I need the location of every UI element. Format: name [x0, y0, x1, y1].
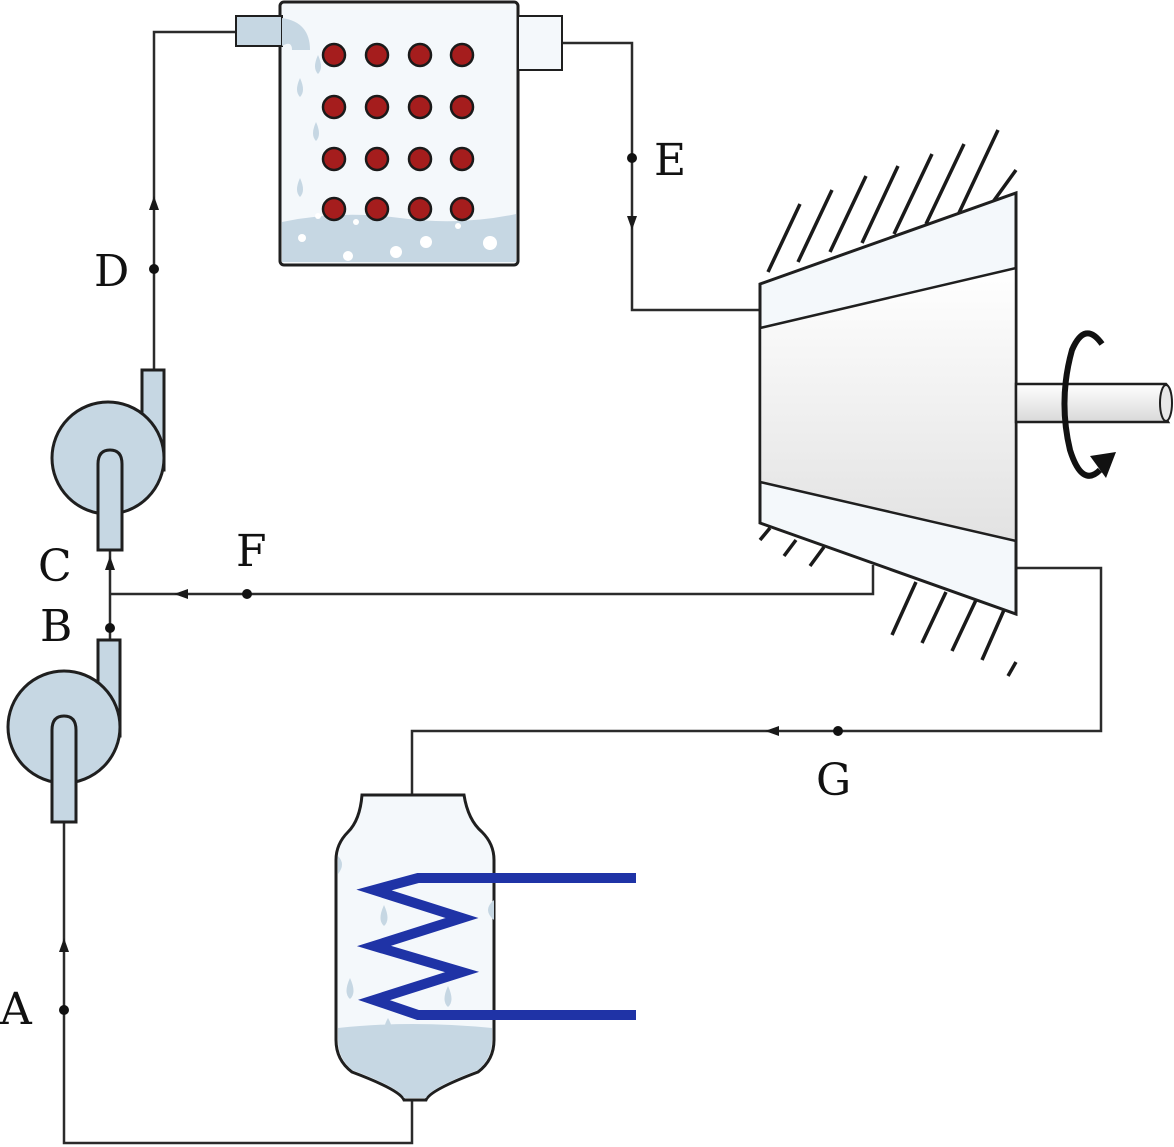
- turbine-rotor: [758, 266, 1018, 543]
- fuel-rod: [449, 196, 475, 222]
- pipe-pump2-to-reactor: [152, 30, 236, 370]
- cooling-coil: [356, 873, 636, 1020]
- flow-arrows: [59, 196, 779, 952]
- label-B: B: [40, 601, 72, 652]
- arrow-down-E: [627, 216, 637, 230]
- label-D: D: [94, 246, 129, 297]
- fuel-rod: [449, 94, 475, 120]
- fuel-rod: [407, 94, 433, 120]
- point-F-marker: [242, 589, 252, 599]
- pipe-turbine-extraction: [110, 565, 875, 596]
- fuel-rod: [364, 196, 390, 222]
- arrow-up-C: [105, 556, 115, 570]
- inlet-stream: [282, 18, 310, 50]
- fuel-rod: [321, 196, 347, 222]
- rotation-arrow-icon: [1061, 330, 1105, 479]
- pump-1: [6, 638, 122, 824]
- steam-bubbles: [298, 213, 497, 261]
- condensate-droplets: [338, 856, 494, 1034]
- point-B-marker: [105, 623, 115, 633]
- fuel-rod: [321, 42, 347, 68]
- state-point-labels: A B C D E F G: [0, 135, 851, 1035]
- condenser: [334, 793, 636, 1102]
- inlet-nozzle: [235, 15, 283, 47]
- fuel-rod: [364, 146, 390, 172]
- arrow-up-A: [59, 938, 69, 952]
- rotation-arrow-head: [1090, 452, 1116, 478]
- point-D-marker: [149, 264, 159, 274]
- shaft-end: [1159, 384, 1173, 422]
- outlet-nozzle: [517, 15, 563, 71]
- label-E: E: [654, 135, 686, 186]
- pump-1-inlet: [50, 714, 78, 824]
- steam-generator: [235, 0, 563, 267]
- fuel-rod: [407, 146, 433, 172]
- arrow-left-F: [174, 589, 188, 599]
- turbine: [758, 129, 1173, 677]
- pump-2: [50, 368, 166, 552]
- water-droplets: [297, 55, 321, 197]
- fuel-rod: [364, 42, 390, 68]
- fuel-rod: [364, 94, 390, 120]
- label-A: A: [0, 984, 33, 1035]
- point-E-marker: [627, 153, 637, 163]
- turbine-shaft: [1014, 382, 1172, 424]
- fuel-rod: [407, 42, 433, 68]
- condenser-water: [338, 1024, 492, 1098]
- label-F: F: [236, 526, 267, 577]
- pipe-reactor-to-turbine: [562, 41, 760, 312]
- arrow-up-D: [149, 196, 159, 210]
- label-C: C: [38, 541, 72, 592]
- state-point-markers: [59, 153, 843, 1015]
- fuel-rod: [321, 94, 347, 120]
- point-G-marker: [833, 726, 843, 736]
- pump-2-inlet: [96, 448, 124, 552]
- piping: [62, 30, 1103, 1145]
- arrow-left-G: [765, 726, 779, 736]
- pipe-condenser-to-pump1: [62, 822, 414, 1145]
- pipe-turbine-to-condenser: [410, 566, 1103, 795]
- fuel-rod: [449, 42, 475, 68]
- fuel-rod: [407, 196, 433, 222]
- fuel-rods: [321, 42, 475, 222]
- turbine-mount-hatching: [758, 129, 1018, 677]
- condenser-shell: [334, 793, 496, 1102]
- fuel-rod: [449, 146, 475, 172]
- point-A-marker: [59, 1005, 69, 1015]
- fuel-rod: [321, 146, 347, 172]
- label-G: G: [816, 755, 851, 806]
